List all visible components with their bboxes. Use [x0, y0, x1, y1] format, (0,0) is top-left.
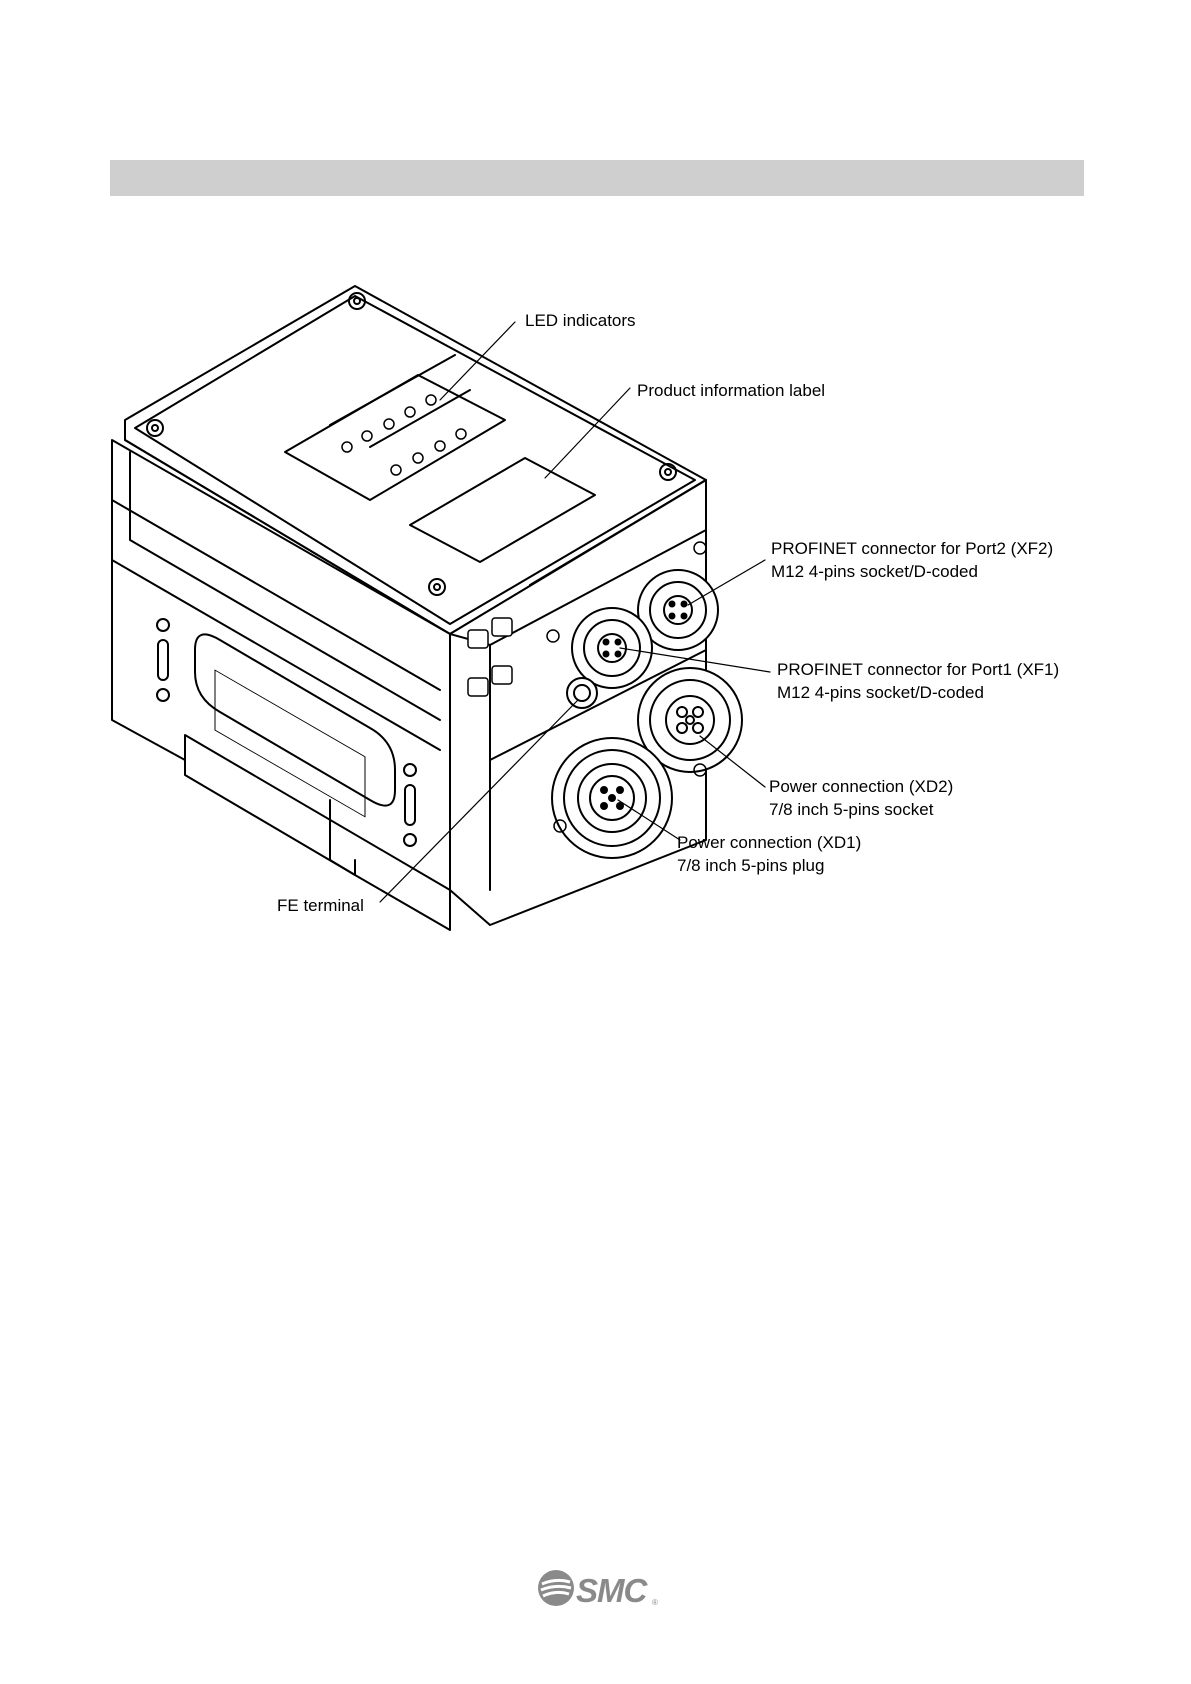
xd1-power-plug-icon: [552, 738, 672, 858]
callout-fe-terminal: FE terminal: [277, 895, 364, 917]
callout-led-indicators: LED indicators: [525, 310, 636, 332]
smc-logo-text: SMC: [576, 1572, 646, 1610]
callout-xd2-title: Power connection (XD2): [769, 776, 953, 798]
callout-xd2-spec: 7/8 inch 5-pins socket: [769, 799, 933, 821]
smc-logo: SMC ®: [536, 1568, 660, 1612]
callout-xd1-spec: 7/8 inch 5-pins plug: [677, 855, 824, 877]
callout-xf1-spec: M12 4-pins socket/D-coded: [777, 682, 984, 704]
fe-terminal-icon: [567, 678, 597, 708]
callout-xf1-title: PROFINET connector for Port1 (XF1): [777, 659, 1059, 681]
callout-product-label: Product information label: [637, 380, 825, 402]
callout-xf2-title: PROFINET connector for Port2 (XF2): [771, 538, 1053, 560]
xf1-connector-icon: [572, 608, 652, 688]
smc-logo-mark-icon: [536, 1568, 576, 1608]
callout-xf2-spec: M12 4-pins socket/D-coded: [771, 561, 978, 583]
registered-mark: ®: [652, 1598, 658, 1607]
callout-xd1-title: Power connection (XD1): [677, 832, 861, 854]
